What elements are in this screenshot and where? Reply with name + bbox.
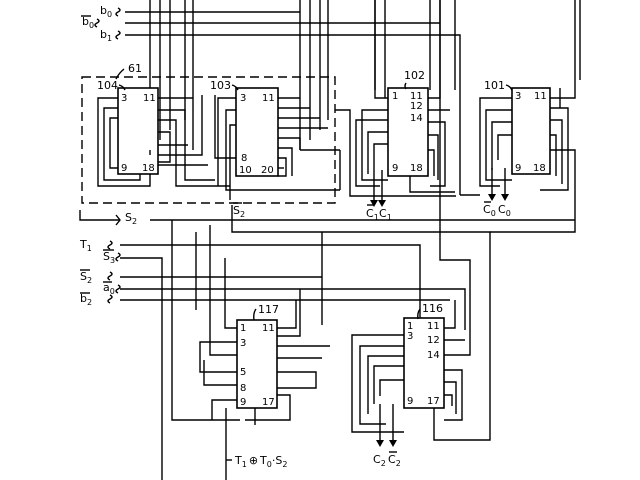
top-outputs: C1 C1 C0 C0 (366, 168, 511, 222)
chip-104-pin: 11 (143, 93, 156, 104)
chip-116-pin: 9 (407, 396, 413, 407)
input-b1: b1 (100, 28, 112, 43)
output-c1: C1 (379, 207, 392, 222)
chip-101-pin: 9 (515, 163, 521, 174)
chip-117-pin: 11 (262, 323, 275, 334)
input-s3-bar: S3 (103, 250, 115, 265)
output-c0-bar: C0 (483, 203, 496, 218)
chip-102-pin: 11 (410, 91, 423, 102)
s2-bus: S2 (79, 210, 575, 226)
chip-103: 103 3 11 8 10 20 (210, 79, 279, 177)
chip-101-pin: 11 (534, 91, 547, 102)
bottom-outputs: C2 C2 (373, 404, 401, 468)
input-b2-bar: b2 (80, 292, 92, 307)
chip-104-body (117, 87, 159, 175)
chip-117: 117 1 11 3 5 8 9 17 (236, 303, 279, 409)
chip-101-pin: 3 (515, 91, 521, 102)
chip-116-pin: 11 (427, 321, 440, 332)
output-c2-bar: C2 (388, 453, 401, 468)
chip-116-ref: 116 (422, 302, 443, 315)
chip-116-pin: 17 (427, 396, 440, 407)
chip-103-pin: 8 (241, 153, 247, 164)
chip-103-body (235, 87, 279, 177)
chip-102-pin: 1 (392, 91, 398, 102)
chip-102-pin: 12 (410, 101, 423, 112)
chip-103-pin: 3 (240, 93, 246, 104)
chip-117-pin: 3 (240, 338, 246, 349)
chip-104-pin: 9 (121, 163, 127, 174)
chip-103-pin: 11 (262, 93, 275, 104)
chip-116-pin: 1 (407, 321, 413, 332)
chip-117-ref: 117 (258, 303, 279, 316)
chip-101-pin: 18 (533, 163, 546, 174)
input-b0-bar: b0 (82, 15, 94, 30)
chip-116-pin: 14 (427, 350, 440, 361)
chip-104-ref: 104 (97, 79, 118, 92)
chip-101: 101 3 11 9 18 (484, 79, 551, 175)
chip-102: 102 1 11 12 14 9 18 (387, 69, 429, 177)
output-c1-bar: C1 (366, 207, 379, 222)
chip-117-body (236, 319, 278, 409)
chip-101-ref: 101 (484, 79, 505, 92)
chip-102-pin: 9 (392, 163, 398, 174)
chip-103-pin: 20 (261, 165, 274, 176)
s2-bar-bus-label: S2 (233, 204, 245, 219)
input-b0: b0 (100, 4, 112, 19)
chip-116-pin: 3 (407, 331, 413, 342)
group-61-outline (81, 76, 336, 204)
chip-102-pin: 14 (410, 113, 423, 124)
group-61-label: 61 (128, 62, 142, 75)
top-row-wiring (97, 0, 576, 220)
input-labels: b0 b0 b1 T1 S3 S2 a0 b2 (79, 4, 121, 307)
s2-bus-label: S2 (125, 211, 137, 226)
chip-116-pin: 12 (427, 335, 440, 346)
chip-117-pin: 1 (240, 323, 246, 334)
chip-116-wiring (351, 300, 471, 441)
bottom-inputs (120, 244, 466, 480)
output-c2: C2 (373, 453, 386, 468)
input-t1: T1 (79, 238, 92, 253)
chip-117-pin: 17 (262, 397, 275, 408)
xor-expression: T1⊕T0·S2 (226, 454, 287, 469)
chip-117-pin: 8 (240, 383, 246, 394)
chip-116-body (403, 317, 445, 409)
chip-102-pin: 18 (410, 163, 423, 174)
chip-103-pin: 10 (239, 165, 252, 176)
input-a0-bar: a0 (103, 281, 115, 296)
input-s2-bar: S2 (80, 270, 92, 285)
top-input-lines (125, 11, 461, 195)
chip-102-ref: 102 (404, 69, 425, 82)
expression-label: T1⊕T0·S2 (234, 454, 287, 469)
chip-116: 116 1 11 12 3 14 9 17 (403, 302, 445, 409)
chip-104: 104 3 11 9 18 (97, 79, 159, 175)
chip-117-pin: 9 (240, 397, 246, 408)
chip-101-body (511, 87, 551, 175)
chip-117-pin: 5 (240, 367, 246, 378)
middle-feeds (171, 220, 576, 421)
chip-103-ref: 103 (210, 79, 231, 92)
output-c0: C0 (498, 203, 511, 218)
chip-104-pin: 3 (121, 93, 127, 104)
group-61-ref: 61 (115, 62, 142, 80)
chip-104-pin: 18 (142, 163, 155, 174)
chip-117-wiring (199, 258, 330, 480)
chip-102-body (387, 87, 429, 177)
